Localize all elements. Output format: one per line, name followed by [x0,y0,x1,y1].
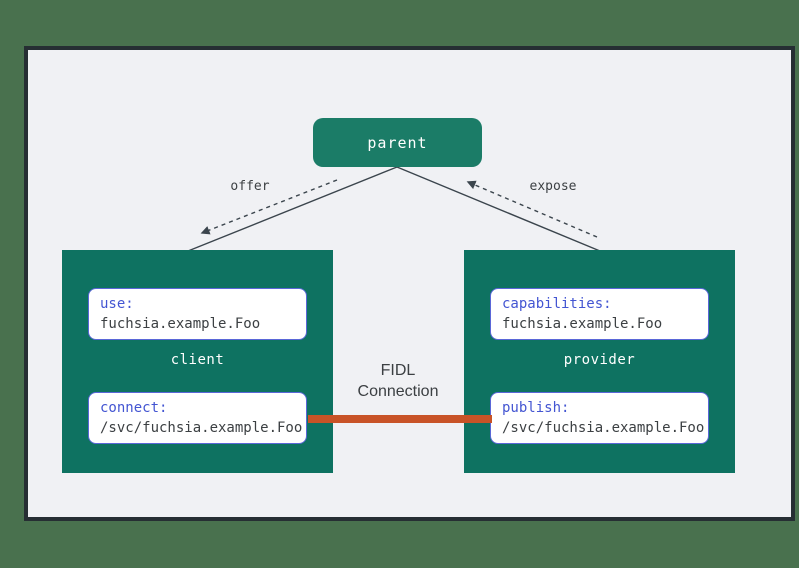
fidl-connection-label: FIDL Connection [318,360,478,402]
parent-to-provider-edge [396,166,601,252]
publish-key: publish: [502,400,570,416]
connect-capability-box: connect: /svc/fuchsia.example.Foo [88,392,307,444]
component-tree-edges [187,166,601,252]
offer-edge-label: offer [230,179,270,194]
client-node: use: fuchsia.example.Foo client connect:… [62,250,333,473]
parent-node: parent [313,118,482,167]
capabilities-capability-box: capabilities: fuchsia.example.Foo [490,288,709,340]
capabilities-value: fuchsia.example.Foo [502,316,663,332]
parent-to-client-edge [187,166,398,252]
fidl-label-line2: Connection [357,383,439,400]
connect-value: /svc/fuchsia.example.Foo [100,420,303,436]
provider-node: capabilities: fuchsia.example.Foo provid… [464,250,735,473]
capabilities-key: capabilities: [502,296,612,312]
connect-key: connect: [100,400,168,416]
client-node-title: client [170,352,225,368]
fidl-label-line1: FIDL [380,362,416,379]
use-capability-box: use: fuchsia.example.Foo [88,288,307,340]
fidl-connection-line [308,415,492,423]
publish-capability-box: publish: /svc/fuchsia.example.Foo [490,392,709,444]
expose-edge-label: expose [529,179,577,194]
publish-value: /svc/fuchsia.example.Foo [502,420,705,436]
parent-node-label: parent [367,133,428,152]
use-value: fuchsia.example.Foo [100,316,261,332]
offer-arrow [200,179,338,235]
diagram-canvas: parent offer expose use: fuchsia.example… [24,46,795,521]
provider-node-title: provider [563,352,636,368]
use-key: use: [100,296,134,312]
